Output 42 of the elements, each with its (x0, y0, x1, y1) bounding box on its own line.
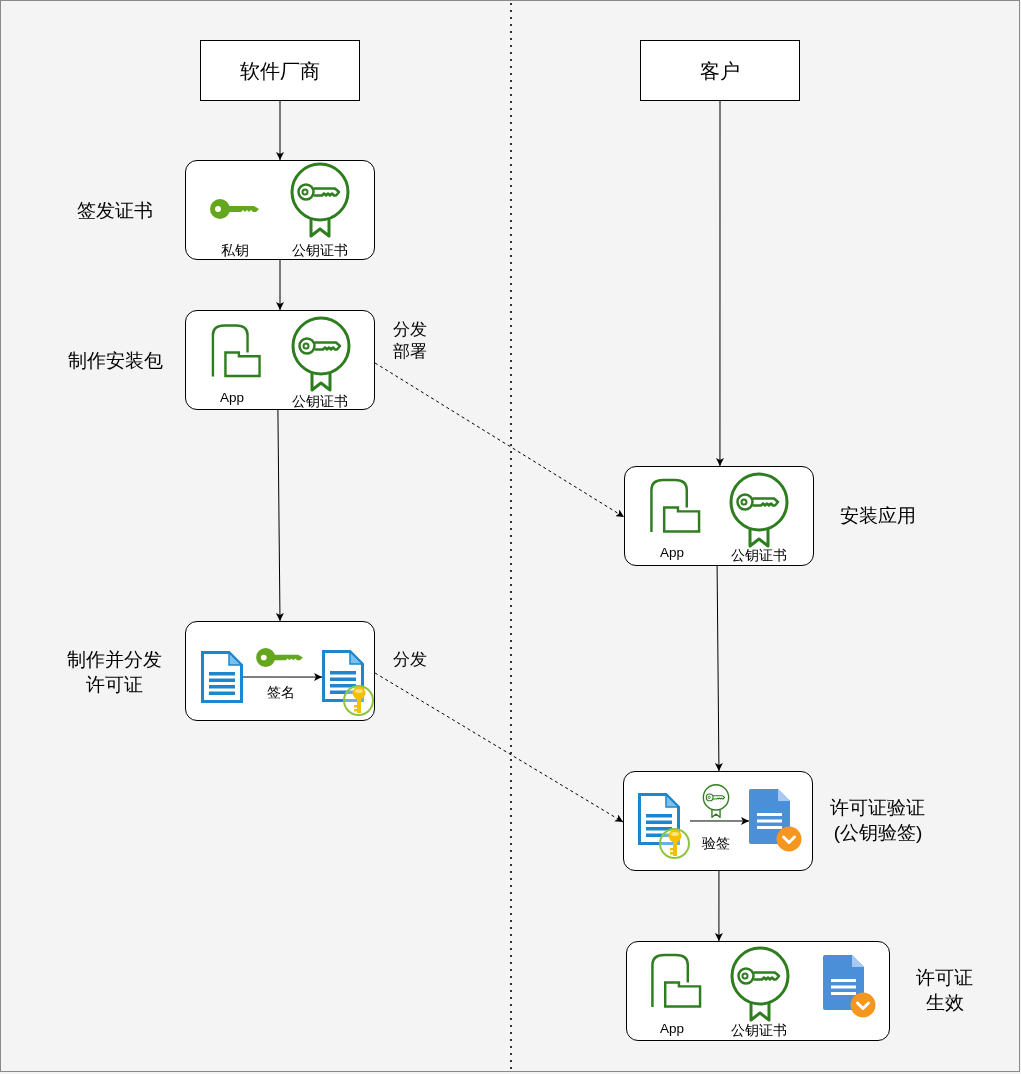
arrow (689, 817, 750, 825)
step-label: 制作并分发许可证 (66, 648, 164, 697)
icon-caption: 公钥证书 (292, 242, 348, 260)
icon-caption: 公钥证书 (731, 1022, 787, 1040)
arrow (276, 259, 284, 311)
edge-label: 验签 (702, 834, 730, 852)
icon-caption: App (220, 389, 244, 407)
icon-caption: App (660, 1020, 684, 1038)
arrow (242, 673, 323, 682)
header-box (640, 40, 800, 101)
step-box (623, 771, 813, 871)
arrow (276, 100, 284, 161)
step-box (185, 621, 375, 721)
edge-label: 分发 (393, 649, 427, 671)
dashed-arrow (374, 672, 624, 823)
edge-label: 签名 (267, 683, 295, 701)
arrow (714, 870, 723, 942)
icon-caption: 公钥证书 (292, 393, 348, 411)
step-box (185, 160, 375, 260)
icon-caption: 私钥 (221, 242, 249, 260)
document-key-icon (638, 793, 690, 859)
document-key-icon (322, 650, 374, 716)
step-label: 许可证验证(公钥验签) (829, 796, 927, 845)
arrow (275, 409, 284, 622)
document-icon (201, 651, 243, 703)
icon-caption: App (660, 544, 684, 562)
step-box (624, 466, 814, 566)
arrow (714, 565, 723, 772)
box-title: 客户 (700, 58, 740, 83)
icon-caption: 公钥证书 (731, 547, 787, 565)
dashed-arrow (374, 362, 625, 518)
edge-label: 分发部署 (392, 318, 428, 363)
step-label: 许可证生效 (915, 966, 975, 1015)
header-box (200, 40, 360, 101)
arrow (715, 100, 724, 467)
box-title: 软件厂商 (240, 58, 320, 83)
step-box (626, 941, 890, 1041)
step-box (185, 310, 375, 410)
document-check-icon (749, 789, 802, 852)
step-label: 签发证书 (76, 198, 154, 223)
step-label: 安装应用 (839, 503, 917, 528)
step-label: 制作安装包 (66, 348, 164, 373)
